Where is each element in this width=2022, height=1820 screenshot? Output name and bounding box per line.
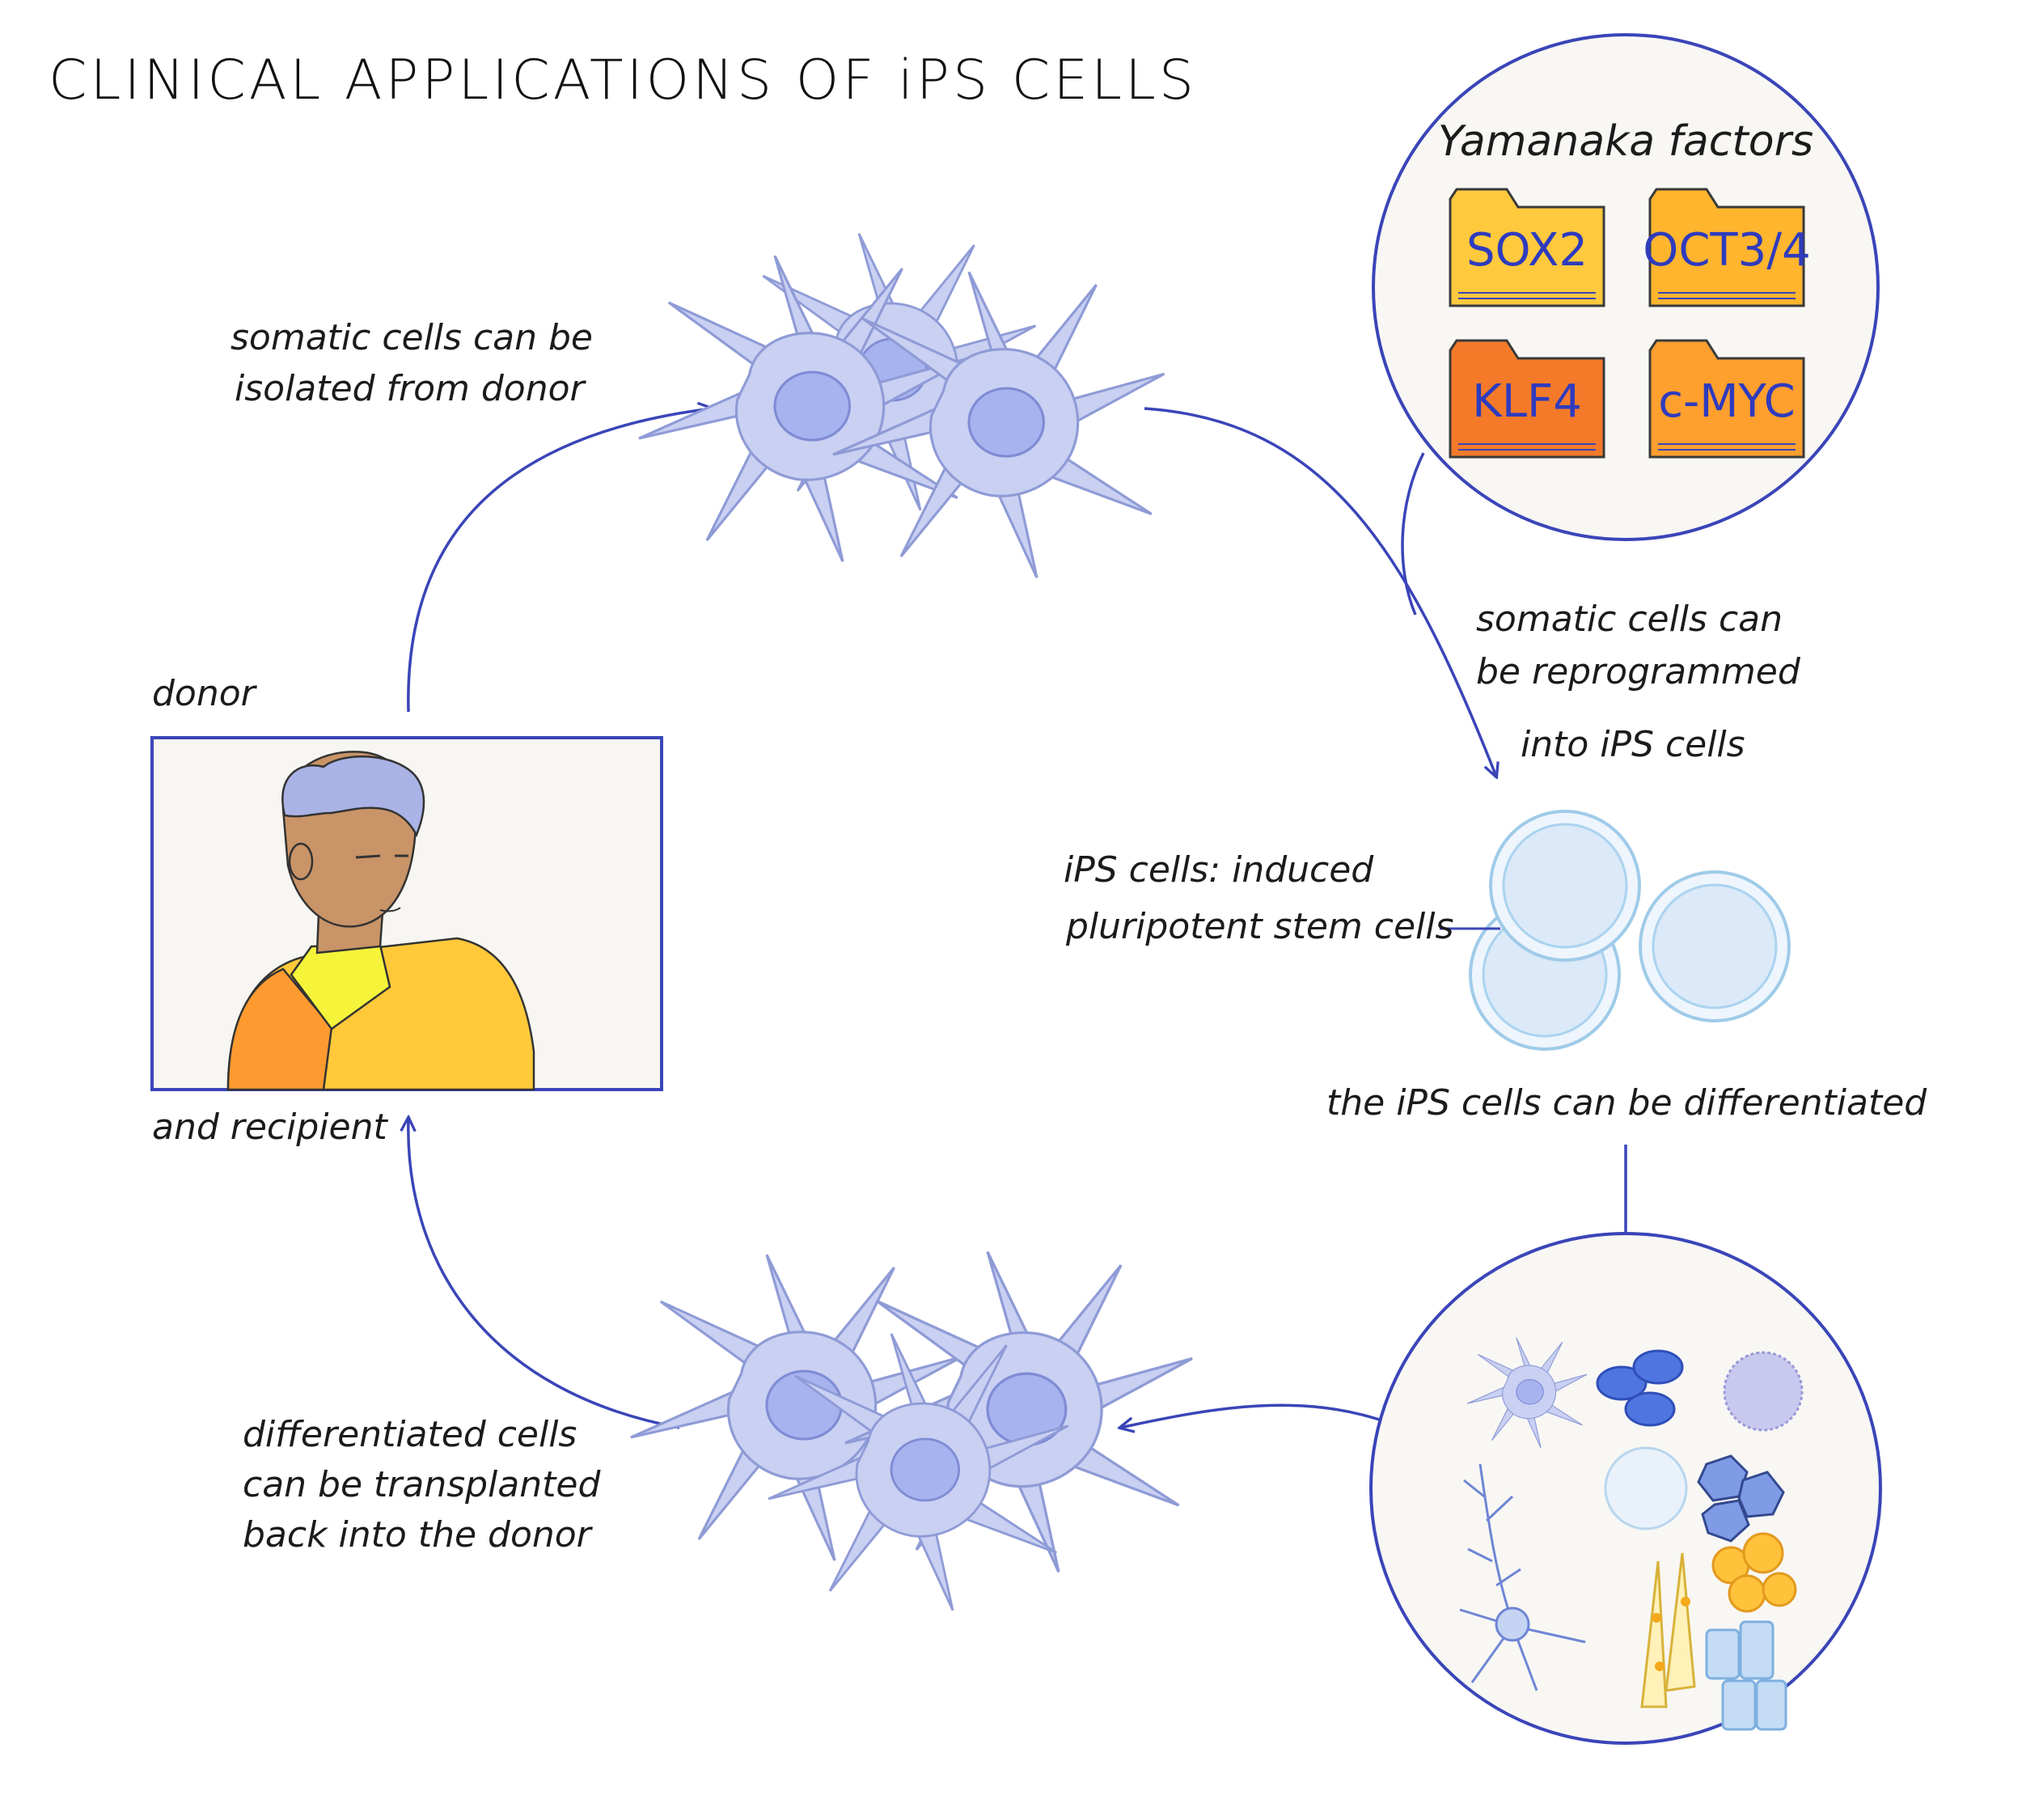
factor-sox2: SOX2 [1466, 224, 1588, 277]
label-recipient: and recipient [152, 1107, 388, 1148]
label-donor: donor [152, 673, 258, 714]
folder-icon: OCT3/4 [1643, 188, 1811, 307]
differentiated-cell-types-icon [1369, 1232, 1882, 1745]
arrow-differentiated-to-transplant [1120, 1403, 1392, 1428]
yamanaka-heading: Yamanaka factors [1438, 117, 1813, 166]
label-reprogrammed-line3: into iPS cells [1521, 724, 1745, 765]
cycle-arrows [408, 408, 1626, 1428]
annotation-labels: somatic cells can be isolated from donor… [152, 317, 1927, 1555]
label-reprogrammed-line2: be reprogrammed [1476, 651, 1801, 692]
arrow-donor-to-somatic [407, 408, 712, 713]
person-portrait-icon [150, 736, 663, 1091]
label-differentiated: the iPS cells can be differentiated [1326, 1082, 1927, 1124]
label-reprogrammed-line1: somatic cells can [1476, 599, 1783, 640]
folder-icon: KLF4 [1449, 339, 1605, 459]
transplant-cell-cluster-icon [629, 1250, 1194, 1612]
label-isolated-line2: isolated from donor [235, 368, 586, 409]
somatic-cell-cluster-icon [637, 232, 1166, 579]
label-isolated-line1: somatic cells can be [231, 317, 593, 358]
label-ips-definition-line2: pluripotent stem cells [1065, 906, 1453, 947]
ips-cell-icon [1469, 810, 1791, 1051]
arrow-transplant-to-recipient [408, 1118, 680, 1429]
factor-cmyc: c-MYC [1658, 375, 1796, 428]
factor-oct34: OCT3/4 [1643, 224, 1811, 277]
folder-icon: c-MYC [1648, 339, 1805, 459]
yamanaka-factors-panel: Yamanaka factors SOX2 OCT3/4 KLF4 c-MYC [1372, 33, 1880, 541]
page-title: CLINICAL APPLICATIONS OF iPS CELLS [49, 49, 1197, 112]
folder-icon: SOX2 [1449, 188, 1605, 307]
label-transplant-line3: back into the donor [243, 1514, 594, 1555]
label-ips-definition-line1: iPS cells: induced [1064, 849, 1374, 891]
label-transplant-line1: differentiated cells [243, 1414, 577, 1455]
arrow-somatic-to-ips [1144, 407, 1496, 777]
label-transplant-line2: can be transplanted [243, 1464, 601, 1505]
factor-klf4: KLF4 [1472, 375, 1582, 428]
arrow-yamanaka-connector [1401, 452, 1425, 616]
